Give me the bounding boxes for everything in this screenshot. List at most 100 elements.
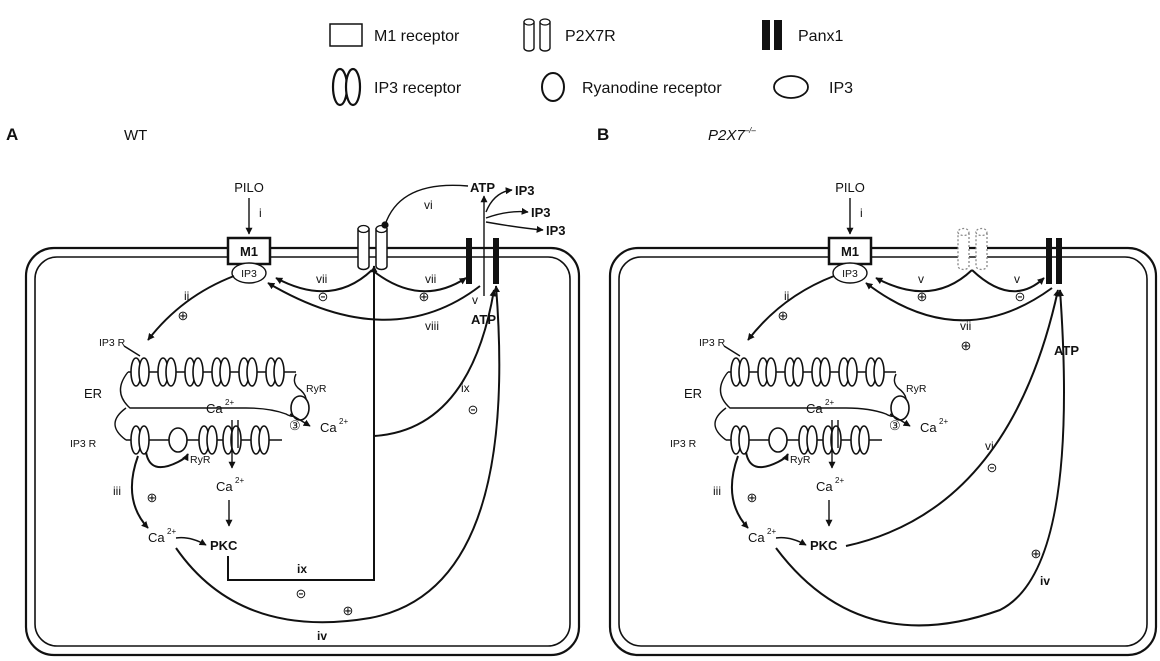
svg-text:Ca: Ca [206,401,223,416]
atp-top-label: ATP [470,180,495,195]
svg-text:2+: 2+ [767,527,776,536]
step-vii: vii [960,319,971,333]
panel-b-genotype: P2X7–/– [708,126,756,144]
atp-label: ATP [1054,343,1079,358]
ip3-release-arrow-2 [486,212,528,218]
m1-receptor-swatch [330,24,362,46]
ryr-mid-label: RyR [790,454,811,466]
svg-text:Ca: Ca [320,420,337,435]
panel-b-letter: B [597,125,609,144]
ip3r-left-label: IP3 R [70,438,97,450]
ip3r-top-pointer [724,346,740,356]
legend-p2x7r: P2X7R [565,28,616,45]
ryanodine-receptor-swatch [542,73,564,101]
p2x7r-swatch [524,19,550,51]
ip3r-top-label: IP3 R [699,337,726,349]
ip3-out-1-label: IP3 [515,183,535,198]
ip3-release-arrow-3 [486,222,543,230]
cell-outer-membrane [610,248,1156,655]
er-label: ER [684,386,702,401]
step-i: i [860,206,863,220]
panel-b: B P2X7–/– M1 IP3 PILO i v ⊕ v ⊝ vii [597,125,1156,655]
legend: M1 receptor P2X7R Panx1 IP3 receptor Rya… [330,19,853,105]
ca-low: Ca 2+ [216,476,244,494]
step-ii: ii [784,289,789,303]
vi-arc [846,290,1058,546]
iv-arc [176,286,499,622]
step-iv: iv [317,629,327,643]
legend-ip3-receptor: IP3 receptor [374,80,462,97]
step-iii: iii [113,484,121,498]
step-ii: ii [184,289,189,303]
svg-text:Ca: Ca [748,530,765,545]
circled-3: ③ [889,418,901,433]
v-right-arc [972,270,1044,291]
iv-plus: ⊕ [343,603,354,618]
vi-minus: ⊝ [987,460,998,475]
step-vi: vi [985,439,994,453]
atp-mid-label: ATP [471,312,496,327]
step-viii: viii [425,319,439,333]
ix-right-minus: ⊝ [468,402,479,417]
iv-arc [776,290,1064,625]
ix-bottom-minus: ⊝ [296,586,307,601]
svg-text:Ca: Ca [216,479,233,494]
er-membrane-close [115,408,126,440]
svg-text:2+: 2+ [167,527,176,536]
vii-left-minus: ⊝ [318,289,329,304]
ryr-loop [746,452,788,467]
v-right-minus: ⊝ [1015,289,1026,304]
svg-text:Ca: Ca [816,479,833,494]
svg-text:2+: 2+ [225,398,234,407]
m1-label: M1 [240,244,258,259]
ip3r-top-pointer [124,346,140,356]
panel-a-genotype: WT [124,127,147,144]
panx1-channel [1046,238,1062,284]
vii-right-plus: ⊕ [419,289,430,304]
svg-text:Ca: Ca [806,401,823,416]
vii-plus: ⊕ [961,338,972,353]
step-iv: iv [1040,574,1050,588]
ryr-right-label: RyR [306,383,327,395]
ryr-right-label: RyR [906,383,927,395]
panel-a: A WT M1 IP3 PILO i ATP IP3 IP3 [6,125,579,655]
ca-left-to-pkc [776,538,806,545]
ca-out: Ca 2+ [920,417,948,435]
pkc-label: PKC [810,538,838,553]
m1-label: M1 [841,244,859,259]
ca-low: Ca 2+ [816,476,844,494]
step-v-left: v [918,272,924,286]
step-ix-bottom: ix [297,562,307,576]
step-v: v [472,293,478,307]
step-vii-right: vii [425,272,436,286]
panx1-channel [466,238,499,284]
ii-plus: ⊕ [778,308,789,323]
circled-3: ③ [289,418,301,433]
svg-text:2+: 2+ [939,417,948,426]
ii-plus: ⊕ [178,308,189,323]
legend-ip3: IP3 [829,80,853,97]
step-vii-left: vii [316,272,327,286]
ca-er: Ca 2+ [206,398,234,416]
er-membrane-close [715,408,726,440]
svg-text:Ca: Ca [920,420,937,435]
ii-arc [148,276,234,340]
ip3-on-m1-label: IP3 [241,268,257,280]
ryr-mid-label: RyR [190,454,211,466]
step-vi: vi [424,198,433,212]
ca-left-to-pkc [176,538,206,545]
ca-left: Ca 2+ [748,527,776,545]
panx1-swatch [762,20,782,50]
step-ix-right: ix [461,381,470,395]
ix-bracket [228,266,374,580]
svg-text:Ca: Ca [148,530,165,545]
v-left-plus: ⊕ [917,289,928,304]
iii-plus: ⊕ [747,490,758,505]
ryr-loop [146,452,188,467]
legend-panx1: Panx1 [798,28,843,45]
ip3r-top-label: IP3 R [99,337,126,349]
iv-plus: ⊕ [1031,546,1042,561]
ryr-bottom [169,428,187,452]
svg-text:2+: 2+ [825,398,834,407]
